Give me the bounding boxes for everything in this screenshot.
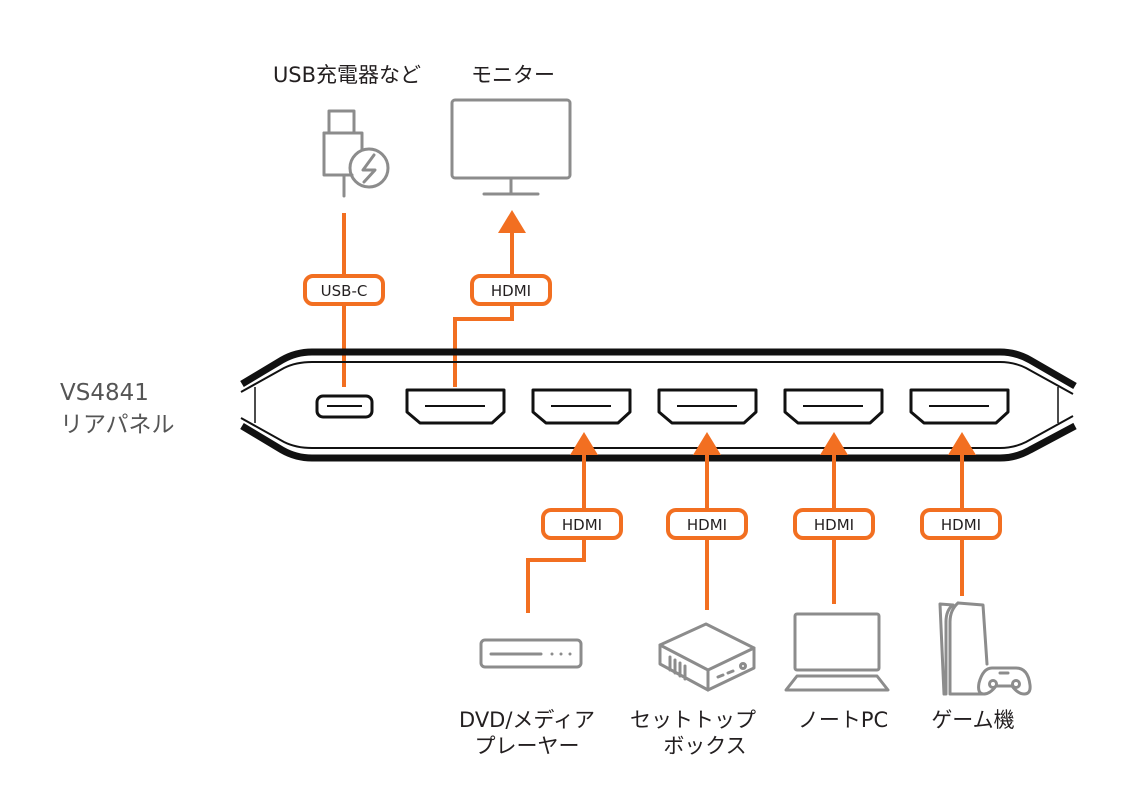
game-console-hdmi-tag: HDMI bbox=[920, 508, 1002, 540]
svg-text:HDMI: HDMI bbox=[814, 516, 854, 534]
svg-text:HDMI: HDMI bbox=[491, 282, 531, 300]
hdmi-port-in-4 bbox=[909, 388, 1010, 425]
laptop-label: ノートPC bbox=[798, 708, 888, 732]
arrow-up-icon bbox=[498, 210, 526, 233]
game-console-icon bbox=[938, 601, 1032, 696]
laptop-hdmi-tag: HDMI bbox=[793, 508, 875, 540]
laptop-icon bbox=[784, 612, 890, 692]
media-player-hdmi-cable bbox=[526, 432, 598, 613]
rear-panel bbox=[240, 348, 1077, 462]
set-top-box-icon bbox=[658, 622, 756, 692]
arrow-up-icon bbox=[570, 432, 598, 455]
media-player-icon bbox=[479, 638, 583, 669]
media-player-hdmi-tag: HDMI bbox=[541, 508, 623, 540]
arrow-up-icon bbox=[693, 432, 721, 455]
media-player-label-line1: DVD/メディア bbox=[459, 708, 595, 732]
usb-c-port bbox=[315, 394, 374, 419]
hdmi-port-in-2 bbox=[657, 388, 758, 425]
set-top-box-hdmi-tag: HDMI bbox=[666, 508, 748, 540]
hdmi-port-in-1 bbox=[531, 388, 632, 425]
svg-text:HDMI: HDMI bbox=[562, 516, 602, 534]
usb-charger-icon bbox=[322, 109, 390, 198]
svg-text:HDMI: HDMI bbox=[941, 516, 981, 534]
set-top-box-label-line2: ボックス bbox=[663, 734, 746, 758]
panel-model: VS4841 bbox=[60, 380, 149, 406]
game-console-label: ゲーム機 bbox=[931, 708, 1014, 732]
usb-charger-label: USB充電器など bbox=[273, 63, 421, 87]
svg-text:USB-C: USB-C bbox=[321, 282, 368, 300]
monitor-hdmi-tag: HDMI bbox=[470, 274, 552, 306]
set-top-box-label-line1: セットトップ bbox=[630, 708, 756, 732]
arrow-up-icon bbox=[820, 432, 848, 455]
media-player-label-line2: プレーヤー bbox=[475, 734, 580, 758]
monitor-label: モニター bbox=[471, 63, 555, 87]
usb-c-tag: USB-C bbox=[303, 274, 385, 306]
hdmi-port-out bbox=[405, 388, 506, 425]
svg-text:HDMI: HDMI bbox=[687, 516, 727, 534]
hdmi-port-in-3 bbox=[783, 388, 884, 425]
arrow-up-icon bbox=[948, 432, 976, 455]
panel-label: リアパネル bbox=[60, 412, 175, 438]
monitor-icon bbox=[450, 98, 572, 196]
